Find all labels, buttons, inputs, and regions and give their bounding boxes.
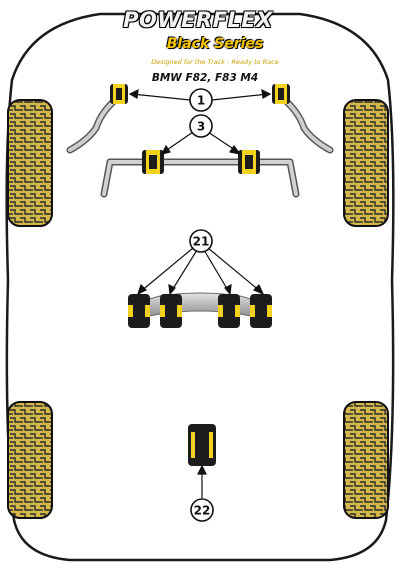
bush-part-21-4: [250, 294, 272, 328]
tyre-rear-left: [7, 401, 53, 519]
brand-tagline: Designed for the Track - Ready to Race: [151, 58, 279, 66]
callout-22-label: 22: [194, 504, 211, 518]
vehicle-model: BMW F82, F83 M4: [151, 72, 259, 84]
anti-roll-bar: [100, 158, 300, 198]
callout-1-label: 1: [197, 94, 205, 108]
brand-logo: POWERFLEX: [123, 8, 273, 32]
bush-part-1-left: [110, 84, 128, 104]
callout-21-label: 21: [193, 235, 210, 249]
bush-part-21-1: [128, 294, 150, 328]
front-arm-left: [66, 92, 124, 154]
tyre-rear-right: [343, 401, 389, 519]
bush-part-1-right: [272, 84, 290, 104]
callout-3: 3: [189, 114, 213, 138]
callout-21: 21: [189, 229, 213, 253]
bush-part-21-2: [160, 294, 182, 328]
callout-22: 22: [190, 498, 214, 522]
bush-part-3-left: [142, 150, 164, 174]
tyre-front-left: [7, 99, 53, 227]
brand-series: Black Series: [166, 36, 264, 52]
front-arm-right: [276, 92, 334, 154]
bush-part-21-3: [218, 294, 240, 328]
bush-part-3-right: [238, 150, 260, 174]
bush-part-22: [188, 424, 216, 466]
callout-1: 1: [189, 88, 213, 112]
leader-lines: [128, 88, 272, 498]
callout-3-label: 3: [197, 120, 205, 134]
tyre-front-right: [343, 99, 389, 227]
